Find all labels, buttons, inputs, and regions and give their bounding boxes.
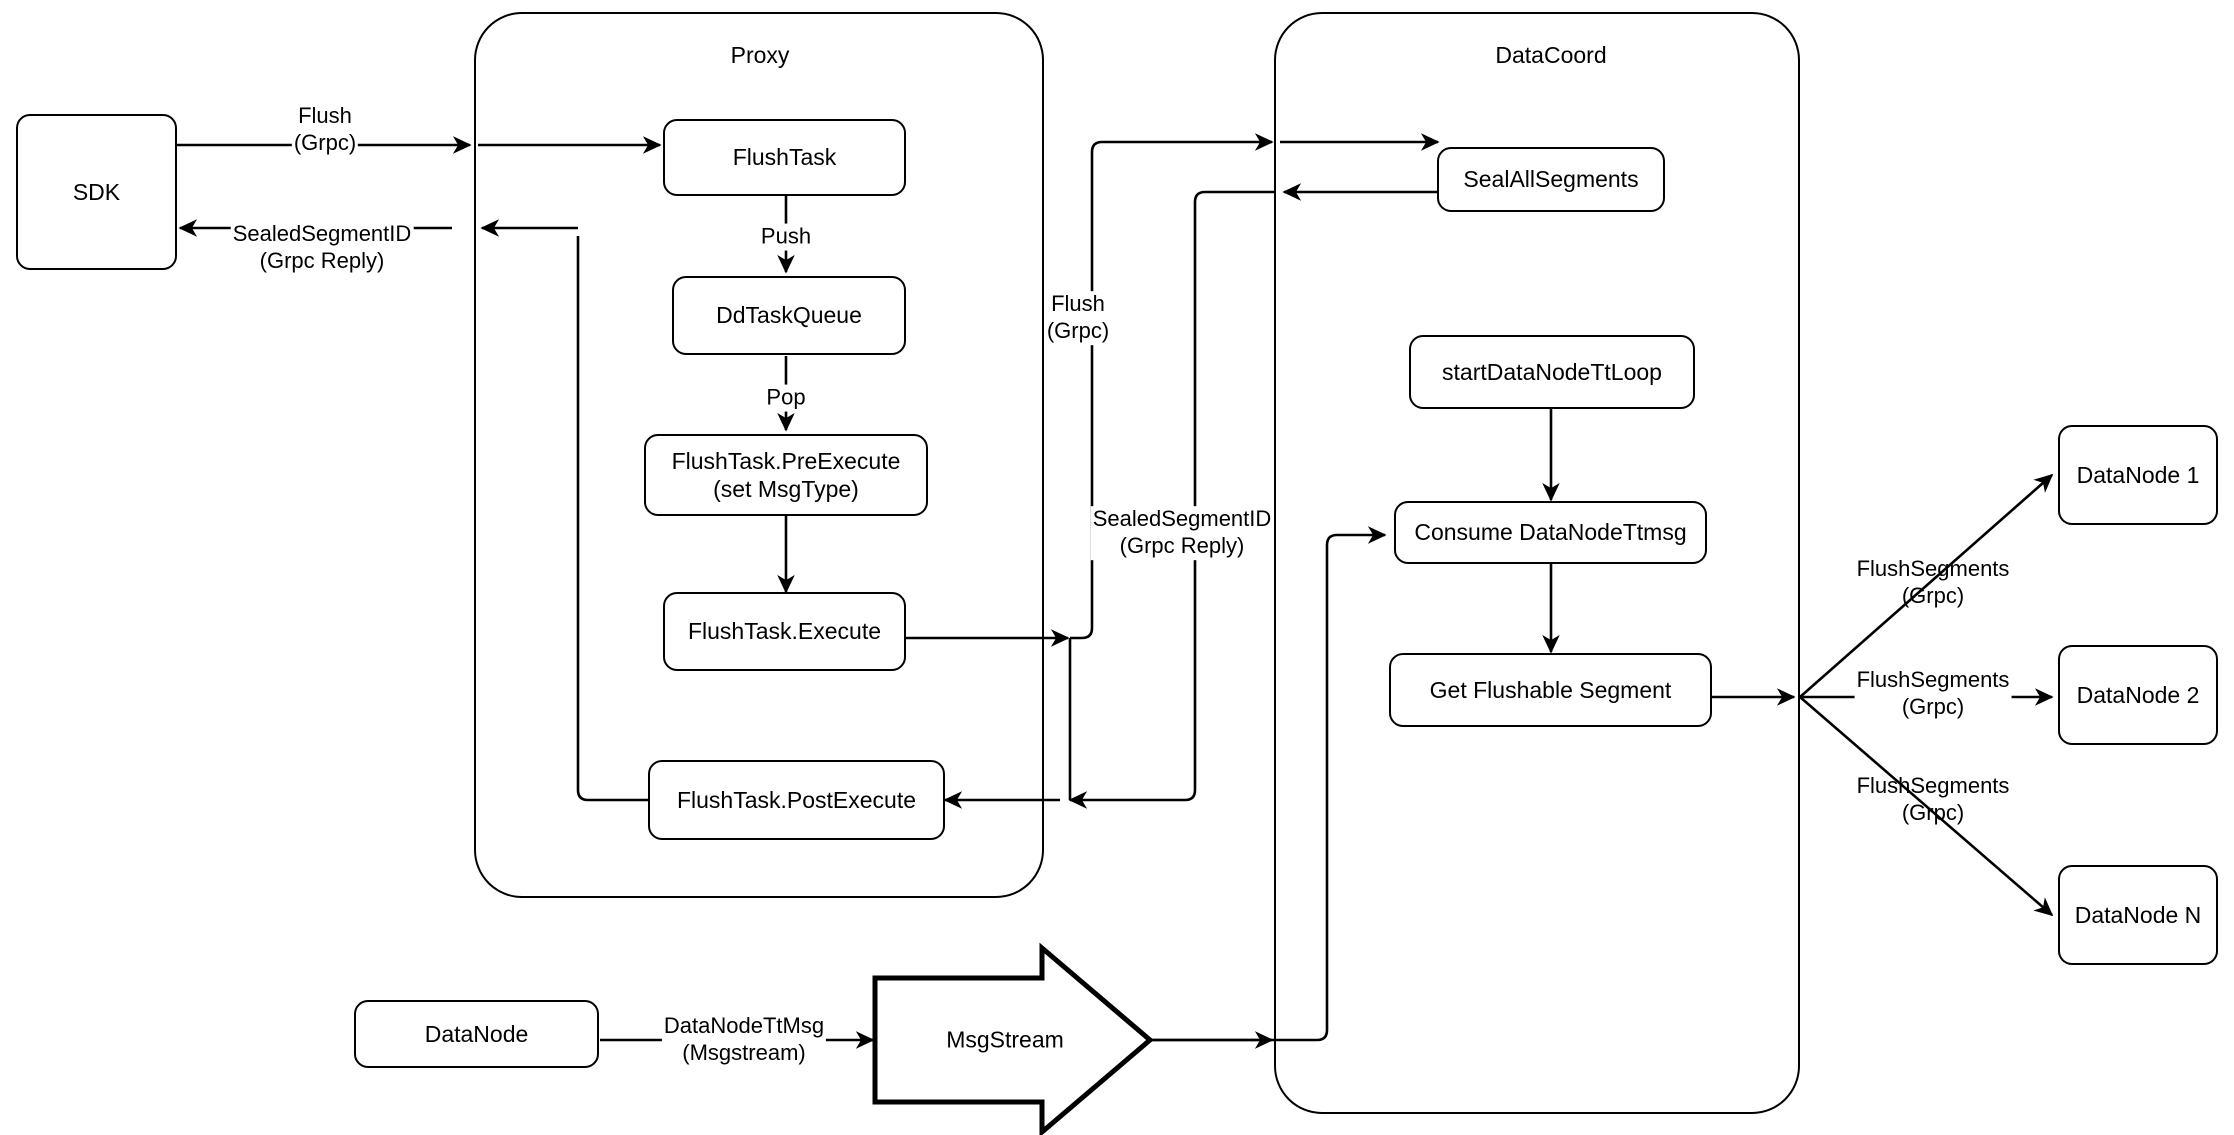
- edge-label-fs1-line2: (Grpc): [1901, 583, 1965, 608]
- node-flushtask-execute[interactable]: FlushTask.Execute: [663, 592, 906, 671]
- node-datanode-1[interactable]: DataNode 1: [2058, 425, 2218, 525]
- node-datanode-2-label: DataNode 2: [2076, 681, 2200, 708]
- edge-label-pop-text: Pop: [766, 384, 806, 410]
- edge-flush-riser-to-datacoord: [1070, 133, 1274, 640]
- node-get-flushable-segment[interactable]: Get Flushable Segment: [1389, 653, 1712, 727]
- node-start-tt-loop-label: startDataNodeTtLoop: [1442, 358, 1662, 385]
- edge-label-push: Push: [758, 223, 814, 251]
- edge-label-dcflush-line1: Flush: [1051, 291, 1105, 317]
- edge-reply-riser: [1068, 190, 1276, 809]
- edge-label-dcflush-line2: (Grpc): [1046, 318, 1110, 343]
- edge-label-datanode-ttmsg: DataNodeTtMsg (Msgstream): [661, 1013, 827, 1067]
- edge-label-fs2-line2: (Grpc): [1901, 694, 1965, 719]
- edge-label-flush-line2: (Grpc): [293, 130, 357, 155]
- edge-label-push-text: Push: [760, 223, 812, 249]
- node-postexecute-label: FlushTask.PostExecute: [676, 786, 917, 813]
- node-msgstream-label: MsgStream: [946, 1026, 1064, 1053]
- node-flush-task-label: FlushTask: [732, 144, 837, 171]
- container-proxy-title: Proxy: [730, 42, 790, 68]
- edge-label-dcreply-line2: (Grpc Reply): [1119, 533, 1245, 558]
- edge-label-fs1-line1: FlushSegments: [1856, 556, 2010, 582]
- node-flush-task[interactable]: FlushTask: [663, 119, 906, 196]
- node-start-datanode-tt-loop[interactable]: startDataNodeTtLoop: [1409, 335, 1695, 409]
- node-datanode-source[interactable]: DataNode: [354, 1000, 599, 1068]
- edge-label-flushsegments-1: FlushSegments (Grpc): [1855, 556, 2012, 610]
- node-flushtask-preexecute[interactable]: FlushTask.PreExecute (set MsgType): [644, 434, 928, 516]
- node-execute-label: FlushTask.Execute: [687, 618, 882, 645]
- edge-label-datacoord-to-proxy: SealedSegmentID (Grpc Reply): [1090, 506, 1274, 560]
- node-dd-task-queue-label: DdTaskQueue: [716, 302, 862, 329]
- container-proxy: [474, 12, 1044, 898]
- edge-label-proxy-to-datacoord: Flush (Grpc): [1044, 291, 1112, 345]
- edge-label-sdk-to-proxy: Flush (Grpc): [291, 103, 359, 157]
- node-sdk[interactable]: SDK: [16, 114, 177, 270]
- edge-label-flushsegments-2: FlushSegments (Grpc): [1854, 667, 2012, 721]
- node-consume-datanode-ttmsg[interactable]: Consume DataNodeTtmsg: [1394, 501, 1707, 564]
- node-consume-ttmsg-label: Consume DataNodeTtmsg: [1414, 519, 1687, 546]
- node-preexecute-label-line2: (set MsgType): [713, 476, 859, 502]
- edge-label-fsn-line2: (Grpc): [1901, 800, 1965, 825]
- node-sdk-label: SDK: [72, 178, 121, 205]
- node-seal-all-segments[interactable]: SealAllSegments: [1437, 147, 1665, 212]
- node-dd-task-queue[interactable]: DdTaskQueue: [672, 276, 906, 355]
- node-seal-all-segments-label: SealAllSegments: [1463, 166, 1639, 193]
- node-preexecute-label-line1: FlushTask.PreExecute: [671, 447, 901, 474]
- edge-label-ttmsg-line1: DataNodeTtMsg: [663, 1013, 825, 1039]
- node-get-flushable-label: Get Flushable Segment: [1429, 676, 1672, 703]
- node-datanode-n-label: DataNode N: [2074, 901, 2202, 928]
- node-datanode-2[interactable]: DataNode 2: [2058, 645, 2218, 745]
- container-datacoord-title: DataCoord: [1495, 42, 1607, 68]
- edge-label-flushsegments-n: FlushSegments (Grpc): [1855, 773, 2012, 827]
- edge-label-ttmsg-line2: (Msgstream): [682, 1040, 806, 1065]
- edge-label-pop: Pop: [764, 384, 808, 412]
- node-datanode-source-label: DataNode: [424, 1020, 529, 1047]
- edge-label-proxy-to-sdk: SealedSegmentID (Grpc Reply): [230, 221, 414, 275]
- edge-label-sealedsegmentid-line1: SealedSegmentID: [232, 221, 412, 247]
- node-datanode-n[interactable]: DataNode N: [2058, 865, 2218, 965]
- node-datanode-1-label: DataNode 1: [2076, 461, 2200, 488]
- edge-label-sealedsegmentid-line2: (Grpc Reply): [259, 248, 385, 273]
- edge-label-fs2-line1: FlushSegments: [1856, 667, 2010, 693]
- edge-label-dcreply-line1: SealedSegmentID: [1092, 506, 1272, 532]
- edge-label-fsn-line1: FlushSegments: [1856, 773, 2010, 799]
- container-datacoord: [1274, 12, 1800, 1114]
- node-flushtask-postexecute[interactable]: FlushTask.PostExecute: [648, 760, 945, 840]
- edge-label-flush-line1: Flush: [298, 103, 352, 129]
